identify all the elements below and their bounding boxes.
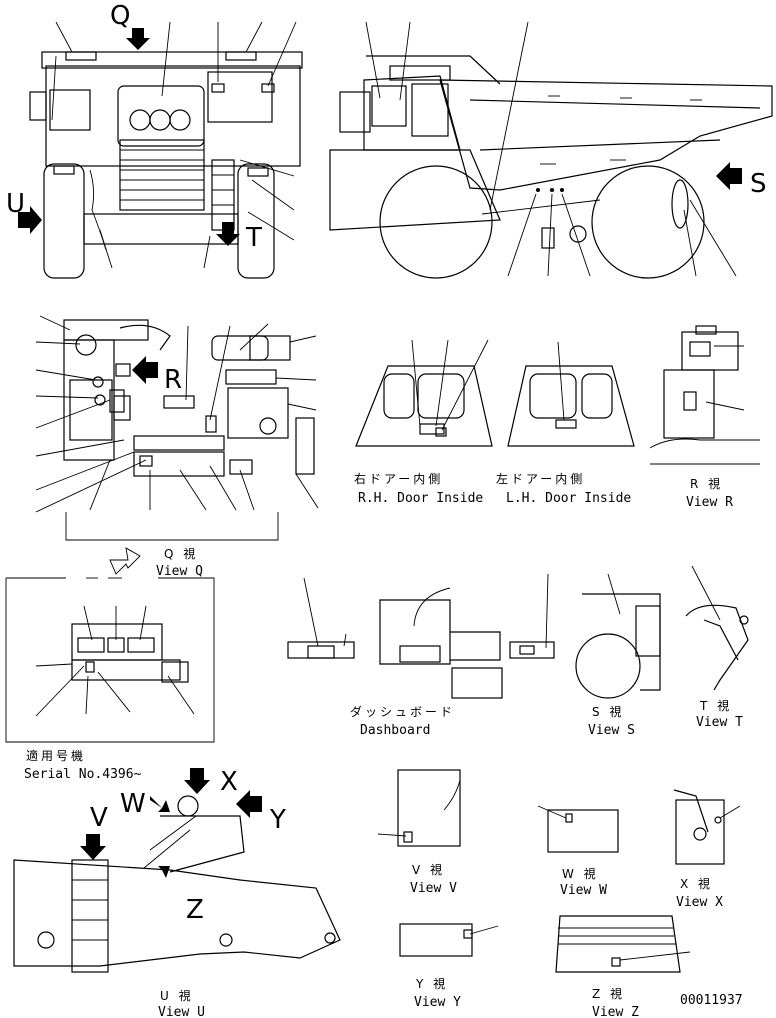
view-q-drawing [35, 315, 319, 541]
view-s-en: View S [588, 723, 635, 738]
dashboard-drawing [287, 573, 555, 699]
marker-y: Y [269, 805, 286, 835]
view-s-drawing [575, 573, 661, 699]
view-v-drawing [377, 769, 461, 847]
view-x-en: View X [676, 895, 723, 910]
marker-q: Q [110, 1, 130, 31]
view-w-drawing [537, 805, 619, 853]
view-z-drawing [555, 915, 691, 973]
marker-t: T [245, 223, 262, 253]
view-u-en: View U [158, 1005, 205, 1018]
marker-x: X [220, 767, 238, 797]
view-v-jp: V 視 [412, 862, 445, 877]
view-w-en: View W [560, 883, 607, 898]
dashboard-en: Dashboard [360, 723, 430, 738]
view-v-en: View V [410, 881, 457, 896]
view-y-en: View Y [414, 995, 461, 1010]
view-u-drawing [13, 768, 341, 973]
marker-w: W [120, 789, 146, 819]
serial-jp: 適用号機 [26, 748, 86, 763]
drawing-number: 00011937 [680, 993, 743, 1008]
door-views [355, 339, 635, 447]
view-t-jp: T 視 [699, 698, 732, 713]
view-t-en: View T [696, 715, 743, 730]
view-y-drawing [399, 923, 499, 957]
view-q-jp: Q 視 [164, 546, 198, 561]
marker-s: S [750, 169, 767, 199]
side-view-truck [329, 21, 773, 279]
view-z-en: View Z [592, 1005, 639, 1018]
view-r-en: View R [686, 495, 733, 510]
view-t-drawing [685, 565, 749, 691]
rh-door-jp: 右ドアー内側 [354, 471, 443, 486]
view-y-jp: Y 視 [415, 976, 448, 991]
dashboard-jp: ダッシュボード [350, 704, 455, 719]
view-r-jp: R 視 [690, 476, 723, 491]
view-w-jp: W 視 [562, 866, 599, 881]
view-q-en: View Q [156, 564, 203, 579]
view-r-drawing [649, 325, 760, 465]
lh-door-jp: 左ドアー内側 [496, 471, 585, 486]
rh-door-en: R.H. Door Inside [358, 491, 483, 506]
serial-en: Serial No.4396~ [24, 767, 142, 782]
marker-r: R [164, 365, 182, 395]
serial-inset [5, 547, 215, 743]
view-x-jp: X 視 [680, 876, 713, 891]
view-s-jp: S 視 [592, 704, 624, 719]
view-x-drawing [673, 789, 741, 865]
lh-door-en: L.H. Door Inside [506, 491, 631, 506]
view-z-jp: Z 視 [592, 986, 625, 1001]
front-view-truck [18, 21, 303, 279]
marker-z: Z [186, 895, 204, 925]
marker-v: V [90, 803, 108, 833]
marker-u: U [6, 189, 25, 219]
view-u-jp: U 視 [160, 988, 194, 1003]
